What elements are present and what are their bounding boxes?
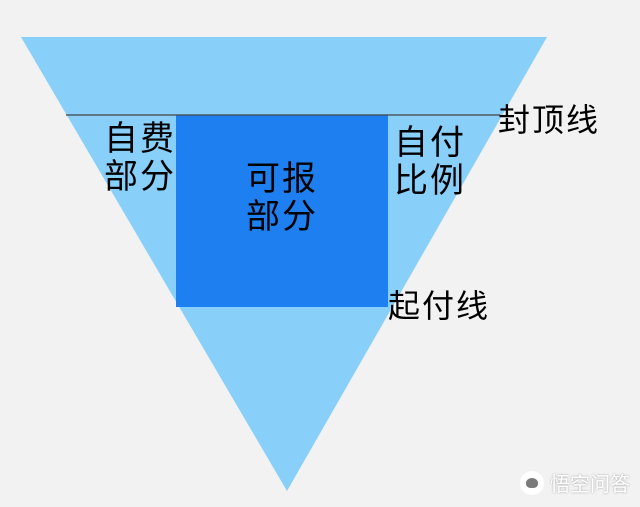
reimbursable-label-line-1: 可报 <box>246 160 318 198</box>
reimbursable-label: 可报 部分 <box>246 160 318 236</box>
self-pay-label-line-1: 自费 <box>104 120 176 158</box>
watermark-text: 悟空问答 <box>550 468 630 497</box>
deductible-line-label: 起付线 <box>388 288 490 324</box>
watermark: 悟空问答 <box>520 468 630 497</box>
self-pay-label-line-2: 部分 <box>104 158 176 196</box>
self-pay-label: 自费 部分 <box>104 120 176 196</box>
co-pay-ratio-label-line-1: 自付 <box>394 124 466 162</box>
co-pay-ratio-label-line-2: 比例 <box>394 162 466 200</box>
co-pay-ratio-label: 自付 比例 <box>394 124 466 200</box>
wukong-logo-icon <box>520 471 544 495</box>
reimbursable-label-line-2: 部分 <box>246 198 318 236</box>
cap-line-label: 封顶线 <box>498 102 600 138</box>
